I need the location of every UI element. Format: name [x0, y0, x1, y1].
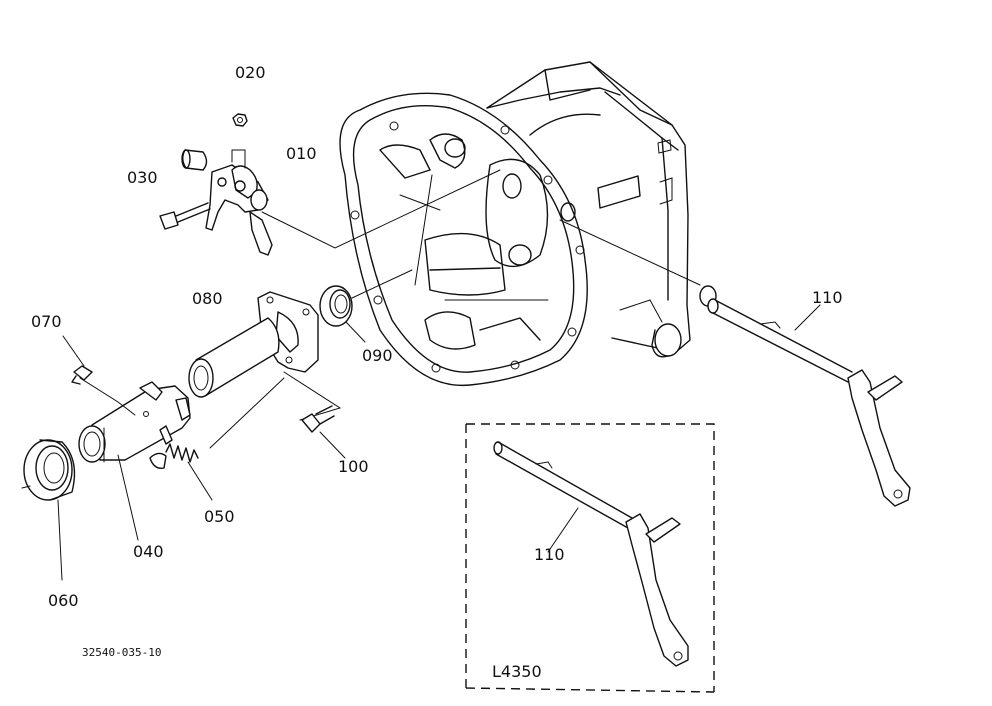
part-label-010: 010 — [286, 144, 317, 163]
part-label-090: 090 — [362, 346, 393, 365]
drawing-number: 32540-035-10 — [82, 646, 161, 659]
part-label-040: 040 — [133, 542, 164, 561]
nut-020 — [232, 113, 248, 127]
oil-seal-060 — [21, 439, 76, 581]
grease-fitting-070 — [62, 335, 93, 385]
part-label-030: 030 — [127, 168, 158, 187]
part-label-110-inset: 110 — [534, 545, 565, 564]
part-label-050: 050 — [204, 507, 235, 526]
release-hub-080 — [188, 291, 342, 449]
bolt-030 — [159, 202, 211, 230]
bolt-100 — [301, 405, 346, 459]
part-label-110: 110 — [812, 288, 843, 307]
release-fork-assembly — [159, 113, 501, 256]
shaft-110 — [559, 219, 911, 507]
release-sleeve-040 — [78, 377, 191, 541]
part-label-060: 060 — [48, 591, 79, 610]
part-label-080: 080 — [192, 289, 223, 308]
shaft-110-inset — [493, 441, 689, 667]
part-label-070: 070 — [31, 312, 62, 331]
oil-seal-090 — [319, 269, 413, 343]
inset-frame — [465, 423, 715, 693]
model-label: L4350 — [492, 662, 542, 681]
clutch-housing — [339, 61, 691, 387]
part-label-020: 020 — [235, 63, 266, 82]
part-label-100: 100 — [338, 457, 369, 476]
spring-050 — [149, 443, 213, 501]
